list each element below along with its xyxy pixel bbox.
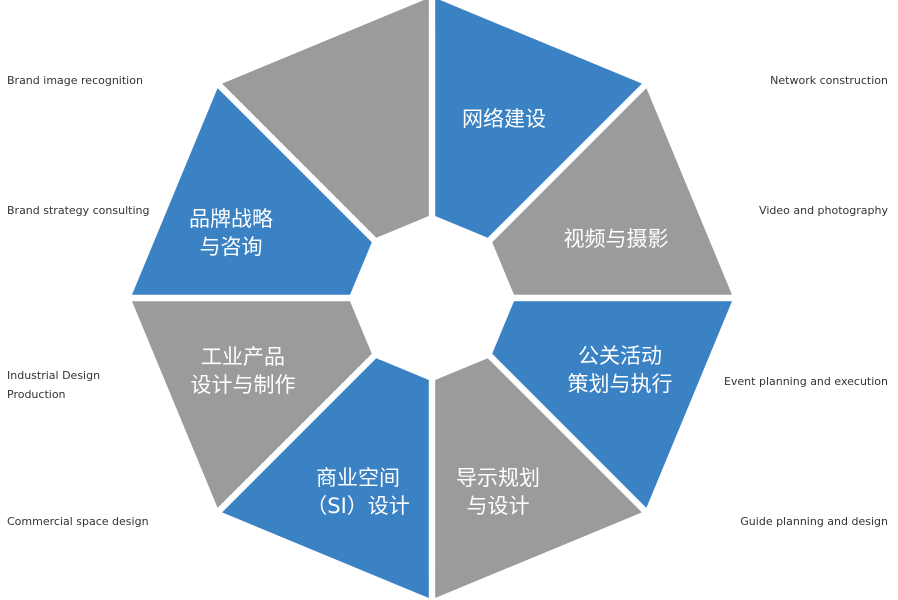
segment-network <box>492 88 732 295</box>
segment-industrial-text-2: 设计与制作 <box>191 373 296 397</box>
segment-space-text-1: 商业空间 <box>316 466 400 490</box>
segment-strategy-text-2: 与咨询 <box>200 235 263 259</box>
segment-space <box>132 301 372 508</box>
label-brand-image-recognition: Brand image recognition <box>7 74 143 87</box>
segment-space-text-2: （SI）设计 <box>306 494 410 518</box>
segment-guide-text-2: 与设计 <box>467 494 530 518</box>
label-brand-strategy-consulting: Brand strategy consulting <box>7 204 150 217</box>
segment-industrial-text-1: 工业产品 <box>201 345 285 369</box>
segment-vi <box>435 0 642 238</box>
label-network-construction: Network construction <box>770 74 888 87</box>
segment-pr-text-1: 公关活动 <box>578 344 662 368</box>
label-industrial-design-production: Industrial Design Production <box>7 369 101 401</box>
segment-industrial <box>132 88 372 295</box>
label-commercial-space-design: Commercial space design <box>7 515 149 528</box>
segment-pr <box>435 358 642 598</box>
segment-strategy-text-1: 品牌战略 <box>189 207 273 231</box>
segment-network-text-1: 网络建设 <box>462 107 546 131</box>
segment-video-text-1: 视频与摄影 <box>564 227 669 251</box>
segment-strategy <box>222 0 429 238</box>
segment-guide <box>222 358 429 598</box>
label-event-planning-execution: Event planning and execution <box>723 375 888 388</box>
label-video-photography: Video and photography <box>759 204 888 217</box>
segment-guide-text-1: 导示规划 <box>456 466 540 490</box>
segment-pr-text-2: 策划与执行 <box>568 372 673 396</box>
segment-video <box>492 301 732 508</box>
label-guide-planning-design: Guide planning and design <box>740 515 888 528</box>
